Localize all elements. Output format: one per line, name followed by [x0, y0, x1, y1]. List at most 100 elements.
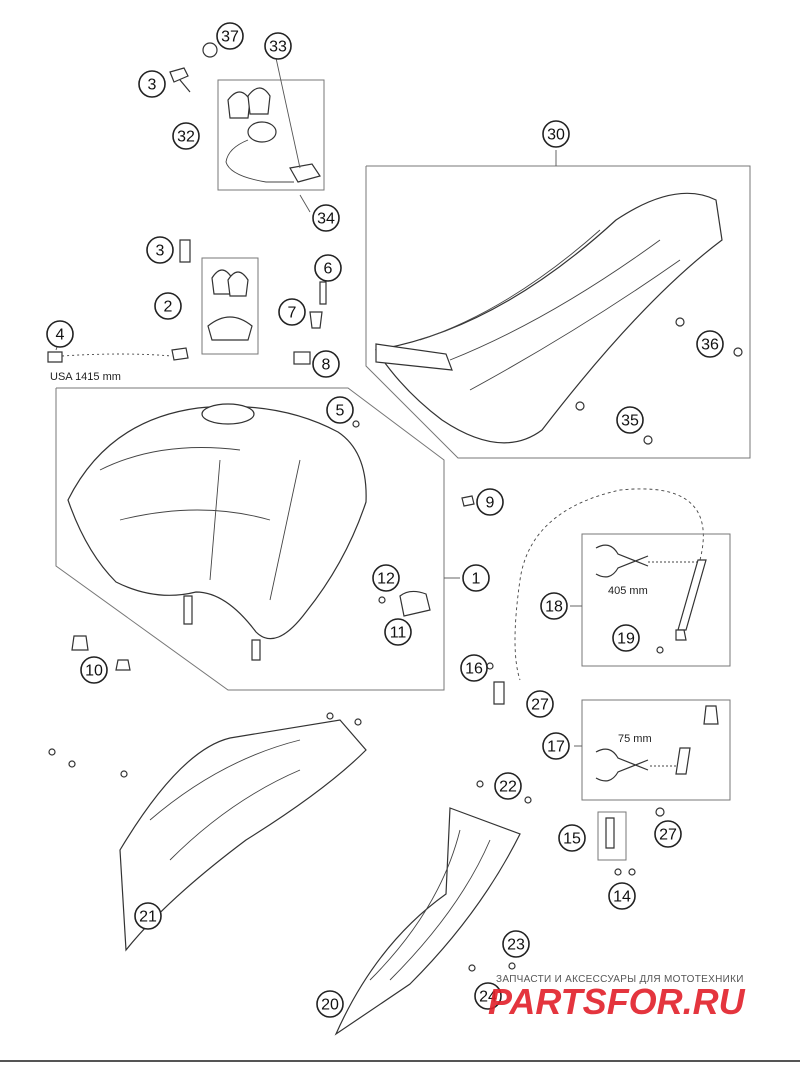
- callout-circle: [654, 820, 682, 848]
- callout-number: 11: [390, 625, 407, 642]
- callout-number: 3: [156, 243, 165, 260]
- callout-c2: 2: [154, 292, 182, 320]
- callout-circle: [540, 592, 568, 620]
- sleeve-7: [309, 311, 323, 329]
- callout-c10: 10: [80, 656, 108, 684]
- callout-number: 2: [164, 299, 173, 316]
- seat-contours: [419, 229, 681, 391]
- callout-circle: [172, 122, 200, 150]
- callout-c8: 8: [312, 350, 340, 378]
- callout-circle: [384, 618, 412, 646]
- callout-c27b: 27: [654, 820, 682, 848]
- fuel-cap-box: [201, 257, 259, 355]
- callout-c1: 1: [462, 564, 490, 592]
- fuel-tank-contours: [99, 447, 301, 601]
- callout-c21: 21: [134, 902, 162, 930]
- left-panel-screw-1: [326, 712, 334, 720]
- hose-4-end-left: [47, 351, 63, 363]
- callout-number: 35: [621, 413, 639, 430]
- callout-circle: [278, 298, 306, 326]
- callout-c3a: 3: [138, 70, 166, 98]
- callout-number: 36: [701, 337, 719, 354]
- right-panel-screw-4: [508, 962, 516, 970]
- callout-circle: [134, 902, 162, 930]
- callout-circle: [312, 204, 340, 232]
- callout-circle: [696, 330, 724, 358]
- seat-nut-1: [675, 317, 685, 327]
- bolt-10b: [115, 659, 131, 671]
- callout-number: 15: [563, 831, 581, 848]
- callout-circle: [608, 882, 636, 910]
- fitting-16: [493, 681, 505, 705]
- callout-number: 27: [659, 827, 677, 844]
- seat-front-bracket: [375, 343, 453, 371]
- callout-number: 10: [85, 663, 103, 680]
- callout-number: 1: [472, 571, 481, 588]
- fuel-pump-11: [399, 590, 431, 617]
- callout-circle: [612, 624, 640, 652]
- callout-c19: 19: [612, 624, 640, 652]
- callout-circle: [616, 406, 644, 434]
- callout-number: 7: [288, 305, 297, 322]
- cap-27b: [655, 807, 665, 817]
- callout-number: 23: [507, 937, 525, 954]
- hose-usa-length: USA 1415 mm: [50, 371, 121, 383]
- watermark: ЗАПЧАСТИ И АКСЕССУАРЫ ДЛЯ МОТОТЕХНИКИ PA…: [488, 974, 746, 1022]
- right-panel-screw-3: [468, 964, 476, 972]
- bottom-rule: [0, 1060, 800, 1062]
- seat-cover: [374, 192, 723, 444]
- left-panel-screw-3: [48, 748, 56, 756]
- lock-assembly-box: [217, 79, 325, 191]
- callout-number: 5: [336, 403, 345, 420]
- vent-hose-18: [677, 559, 707, 631]
- callout-c22: 22: [494, 772, 522, 800]
- callout-number: 20: [321, 997, 339, 1014]
- callout-circle: [474, 982, 502, 1010]
- callout-number: 19: [617, 631, 635, 648]
- right-side-panel-group: [334, 780, 532, 1036]
- callout-number: 27: [531, 697, 549, 714]
- fitting-19: [675, 629, 687, 641]
- right-panel-screw-1: [476, 780, 484, 788]
- lock-cable: [225, 139, 294, 183]
- callout-c27a: 27: [526, 690, 554, 718]
- fuel-tap-right: [251, 639, 261, 661]
- hose-4-end-right: [171, 347, 189, 361]
- callout-c15: 15: [558, 824, 586, 852]
- key-3b: [179, 239, 191, 263]
- bolt-10a: [71, 635, 89, 651]
- right-panel-contours: [369, 829, 491, 981]
- fitting-box-15: [597, 811, 627, 861]
- callout-c12: 12: [372, 564, 400, 592]
- leader-34: [299, 194, 311, 213]
- callout-c5: 5: [326, 396, 354, 424]
- callout-circle: [312, 350, 340, 378]
- right-panel-screw-2: [524, 796, 532, 804]
- key-set-upper: [227, 91, 251, 119]
- screw-14b: [628, 868, 636, 876]
- callout-c20: 20: [316, 990, 344, 1018]
- callout-c34: 34: [312, 204, 340, 232]
- vent-hose-box-18: [581, 533, 731, 667]
- callout-c33: 33: [264, 32, 292, 60]
- screw-12: [378, 596, 386, 604]
- callout-c16: 16: [460, 654, 488, 682]
- callout-circle: [494, 772, 522, 800]
- callout-circle: [326, 396, 354, 424]
- callout-c4: 4: [46, 320, 74, 348]
- left-panel-screw-4: [68, 760, 76, 768]
- callout-c18: 18: [540, 592, 568, 620]
- callout-number: 4: [56, 327, 65, 344]
- callout-circle: [264, 32, 292, 60]
- seat-group: [365, 150, 751, 459]
- callout-number: 17: [547, 739, 565, 756]
- callout-number: 21: [139, 909, 157, 926]
- callout-circle: [80, 656, 108, 684]
- callout-number: 12: [377, 571, 395, 588]
- seat-box: [365, 165, 751, 459]
- vent-hose-box-17: [581, 699, 731, 801]
- callout-number: 24: [479, 989, 497, 1006]
- callout-circle: [542, 120, 570, 148]
- callout-circle: [216, 22, 244, 50]
